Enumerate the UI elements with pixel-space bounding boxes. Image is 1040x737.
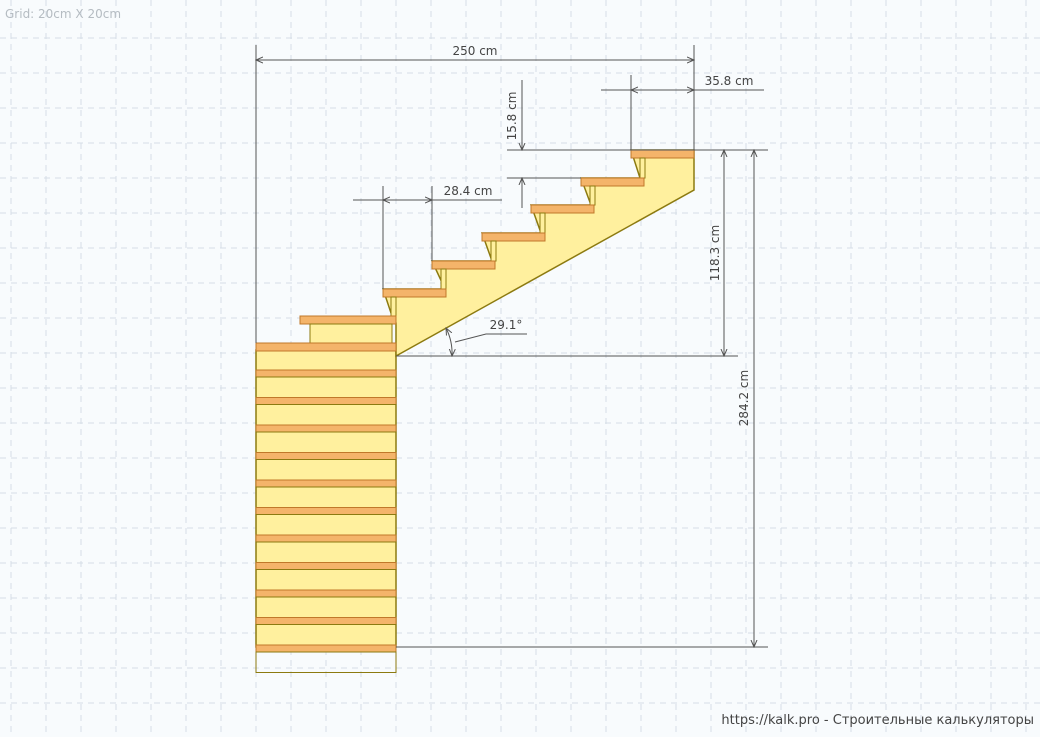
riser [309, 323, 393, 344]
riser [589, 185, 596, 206]
dim-total-height: 284.2 cm [737, 370, 751, 426]
stack-tread [255, 507, 397, 515]
dim-upper-flight-height: 118.3 cm [708, 225, 722, 281]
stack-riser [255, 651, 397, 673]
lower-stack [255, 349, 397, 673]
tread [481, 232, 546, 242]
upper-stringer [381, 149, 695, 358]
dimension-lines [256, 45, 768, 647]
stack-tread [255, 644, 397, 653]
stack-tread [255, 479, 397, 488]
stack-tread [255, 452, 397, 460]
tread [255, 342, 397, 352]
tread [382, 288, 447, 298]
stack-tread [255, 534, 397, 543]
tread [630, 149, 695, 159]
riser [490, 240, 497, 262]
upper-treads [255, 149, 695, 352]
riser [440, 268, 447, 290]
dim-tread-depth: 35.8 cm [705, 74, 754, 88]
stack-treads [255, 369, 397, 673]
stack-tread [255, 562, 397, 570]
footer-credit: https://kalk.pro - Строительные калькуля… [721, 713, 1034, 728]
grid-scale-label: Grid: 20cm X 20cm [5, 7, 122, 21]
tread [580, 177, 645, 187]
stack-tread [255, 369, 397, 378]
tread [431, 260, 496, 270]
stack-tread [255, 397, 397, 405]
dim-angle: 29.1° [490, 318, 523, 332]
dim-step-going: 28.4 cm [444, 184, 493, 198]
dim-step-rise: 15.8 cm [505, 92, 519, 141]
dim-total-length: 250 cm [452, 44, 497, 58]
tread [299, 315, 397, 325]
riser [639, 157, 646, 179]
riser [539, 212, 546, 234]
tread [530, 204, 595, 214]
stack-tread [255, 617, 397, 625]
riser [390, 296, 397, 317]
stack-tread [255, 589, 397, 598]
stack-tread [255, 424, 397, 433]
